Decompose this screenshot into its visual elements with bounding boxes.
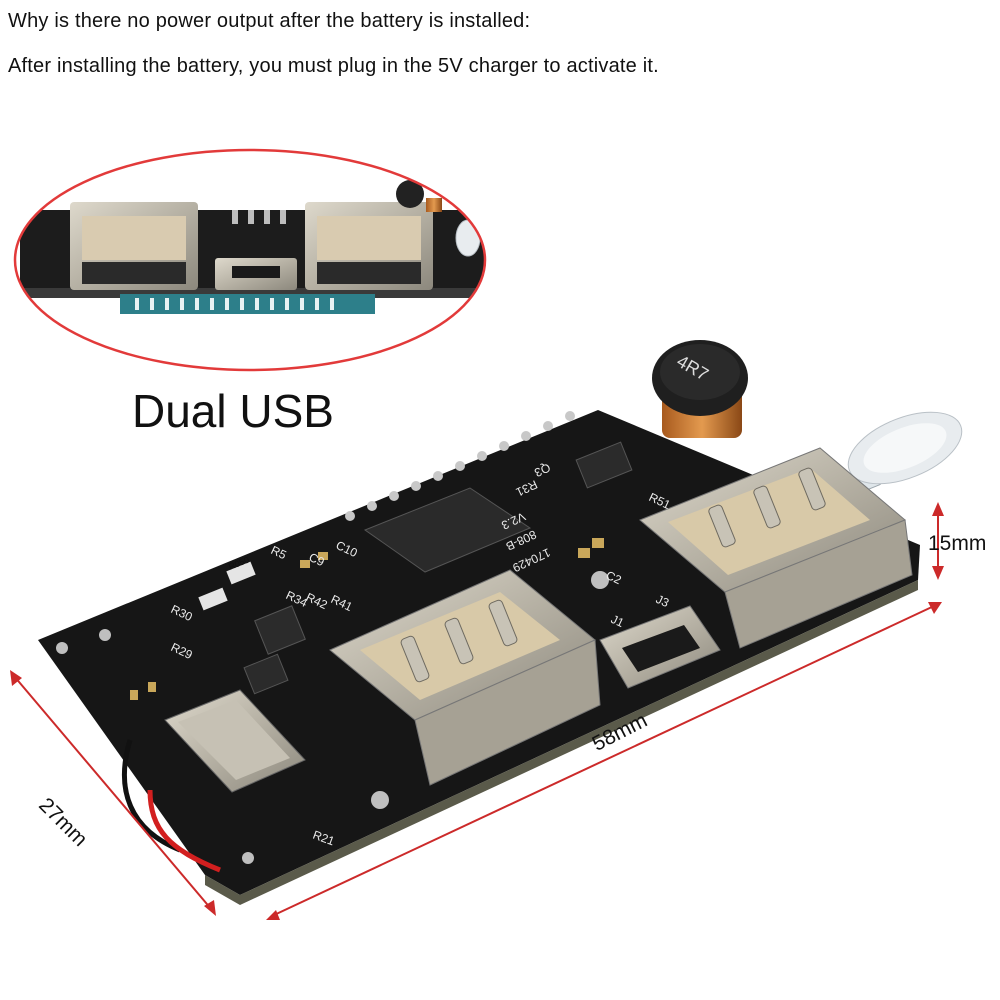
silk-c9: C9	[307, 550, 327, 569]
inset-front-view	[15, 150, 485, 370]
silk-j3: J3	[654, 592, 672, 610]
question-text: Why is there no power output after the b…	[8, 10, 531, 32]
silk-c2: C2	[604, 568, 624, 587]
inset-ellipse-outline	[13, 148, 487, 372]
silk-r5: R5	[269, 543, 289, 562]
dimension-arrows	[10, 502, 944, 920]
silk-j1: J1	[609, 612, 627, 630]
product-title: Dual USB	[132, 385, 334, 437]
height-dimension-label: 15mm	[928, 532, 987, 555]
answer-text: After installing the battery, you must p…	[8, 55, 659, 77]
pcb-board: 4R7	[38, 340, 963, 905]
silk-q3: Q3	[532, 460, 553, 480]
